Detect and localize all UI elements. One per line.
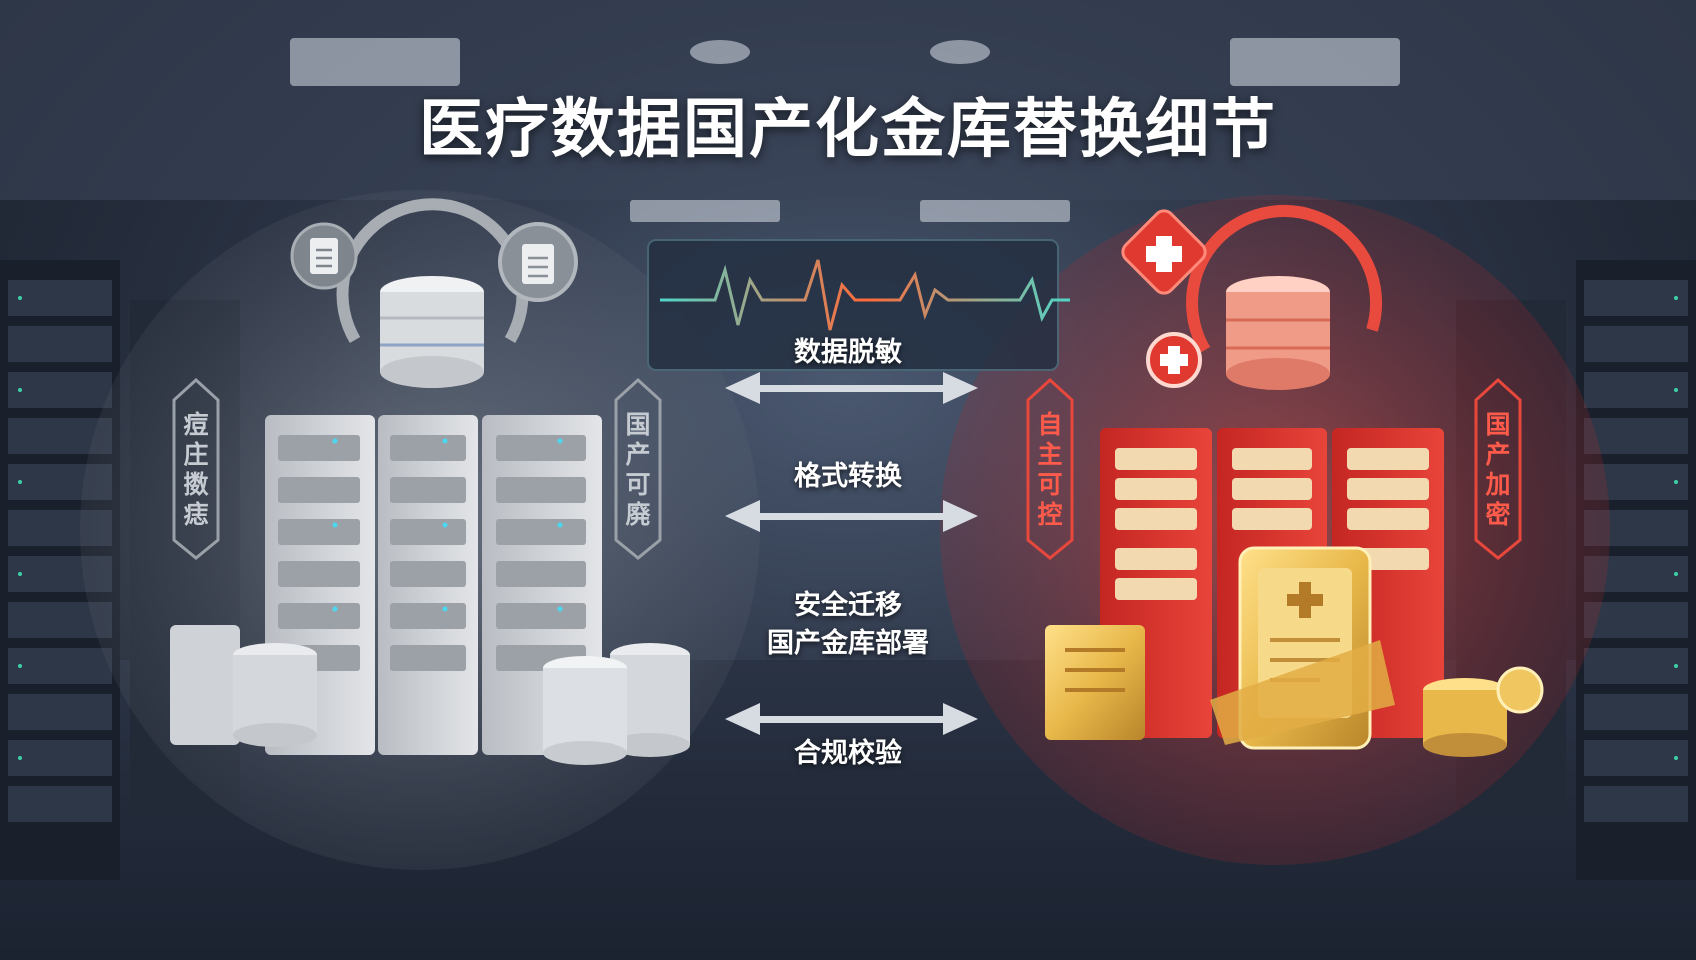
tag-text: 自 主 可 控 (1037, 410, 1063, 529)
left-tag-domestic-available: 国 产 可 廃 (618, 410, 658, 530)
right-tag-frames (1026, 377, 1522, 560)
arrow-desensitize (725, 372, 978, 404)
step-label: 数据脱敏 (794, 337, 902, 368)
tag-text: 痘 庄 擞 痣 (183, 410, 209, 529)
legacy-server-cluster (170, 415, 690, 765)
step-secure-migrate: 安全迁移 国产金库部署 (678, 587, 1018, 663)
step-desensitize: 数据脱敏 (678, 334, 1018, 372)
domestic-database-icon (1186, 205, 1382, 390)
tag-text: 国 产 加 密 (1485, 410, 1511, 529)
page-title: 医疗数据国产化金库替换细节 (419, 93, 1277, 167)
medical-cross-icon (1121, 209, 1207, 295)
heartbeat-monitor (647, 239, 1070, 371)
medical-badge-icon (1146, 332, 1202, 388)
right-tag-self-controlled: 自 主 可 控 (1030, 410, 1070, 530)
left-tag-legacy: 痘 庄 擞 痣 (176, 410, 216, 530)
step-label: 格式转换 (794, 461, 902, 492)
tag-text: 国 产 可 廃 (625, 410, 651, 529)
arrow-format (725, 500, 978, 532)
right-tag-domestic-encryption: 国 产 加 密 (1478, 410, 1518, 530)
step-sublabel: 国产金库部署 (767, 628, 929, 659)
arrow-migrate (725, 703, 978, 735)
ceiling-lights (290, 38, 1400, 222)
step-label: 安全迁移 (794, 590, 902, 621)
flow-arrows (725, 372, 978, 735)
step-compliance-check: 合规校验 (678, 735, 1018, 773)
step-format-convert: 格式转换 (678, 458, 1018, 496)
left-tag-frames (172, 377, 662, 560)
gold-vault-items (1045, 546, 1544, 757)
clipboard-icon (498, 222, 578, 302)
step-label: 合规校验 (794, 738, 902, 769)
document-icon (290, 222, 358, 290)
